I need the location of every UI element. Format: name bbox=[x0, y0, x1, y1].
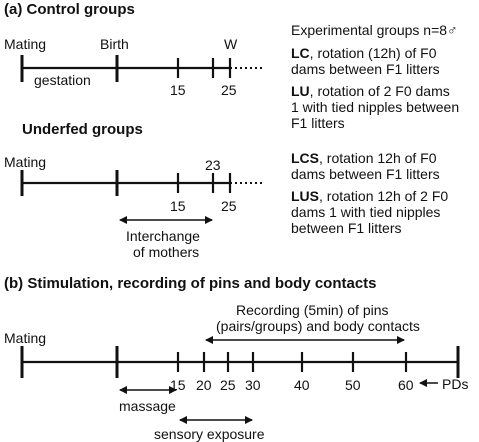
group-lu-line3: F1 litters bbox=[291, 115, 345, 131]
group-lus: LUS, rotation 12h of 2 F0 bbox=[291, 188, 449, 204]
tick-b-60: 60 bbox=[398, 377, 414, 393]
label-w: W bbox=[224, 36, 238, 52]
interchange-label-1: Interchange bbox=[126, 228, 200, 244]
label-pds: PDs bbox=[442, 376, 469, 392]
recording-label-2: (pairs/groups) and body contacts bbox=[216, 318, 420, 334]
tick-b-30: 30 bbox=[245, 377, 261, 393]
tick-15-underfed: 15 bbox=[170, 198, 186, 214]
recording-label-1: Recording (5min) of pins bbox=[236, 302, 389, 318]
group-lu-line2: 1 with tied nipples between bbox=[291, 99, 460, 115]
group-lc-line2: dams between F1 litters bbox=[291, 61, 440, 77]
control-timeline bbox=[20, 55, 262, 82]
experimental-groups-underfed: LCS, rotation 12h of F0 dams between F1 … bbox=[291, 150, 448, 236]
experimental-heading: Experimental groups n=8♂ bbox=[291, 22, 458, 38]
group-lcs: LCS, rotation 12h of F0 bbox=[291, 150, 437, 166]
tick-15: 15 bbox=[170, 82, 186, 98]
label-mating-underfed: Mating bbox=[4, 154, 47, 170]
tick-b-20: 20 bbox=[196, 377, 212, 393]
group-lcs-line2: dams between F1 litters bbox=[291, 166, 440, 182]
underfed-timeline bbox=[20, 170, 262, 196]
tick-b-15: 15 bbox=[170, 377, 186, 393]
tick-b-40: 40 bbox=[294, 377, 310, 393]
massage-label: massage bbox=[119, 398, 176, 414]
interchange-label-2: of mothers bbox=[133, 244, 200, 260]
group-lu: LU, rotation of 2 F0 dams bbox=[291, 83, 450, 99]
label-birth: Birth bbox=[100, 36, 129, 52]
group-lc: LC, rotation (12h) of F0 bbox=[291, 45, 437, 61]
tick-b-25: 25 bbox=[220, 377, 236, 393]
sensory-label: sensory exposure bbox=[154, 426, 265, 442]
stimulation-timeline bbox=[20, 346, 460, 378]
tick-25: 25 bbox=[221, 82, 237, 98]
label-mating-b: Mating bbox=[4, 330, 47, 346]
panel-b-title: (b) Stimulation, recording of pins and b… bbox=[4, 275, 377, 292]
label-gestation: gestation bbox=[34, 72, 91, 88]
experimental-groups: Experimental groups n=8♂ LC, rotation (1… bbox=[291, 22, 459, 131]
group-lus-line2: dams 1 with tied nipples bbox=[291, 204, 441, 220]
underfed-title: Underfed groups bbox=[22, 121, 143, 138]
label-mating: Mating bbox=[4, 36, 47, 52]
tick-25-underfed: 25 bbox=[221, 198, 237, 214]
tick-23: 23 bbox=[205, 157, 221, 173]
group-lus-line3: between F1 litters bbox=[291, 220, 402, 236]
tick-b-50: 50 bbox=[345, 377, 361, 393]
panel-a-title: (a) Control groups bbox=[4, 1, 135, 18]
